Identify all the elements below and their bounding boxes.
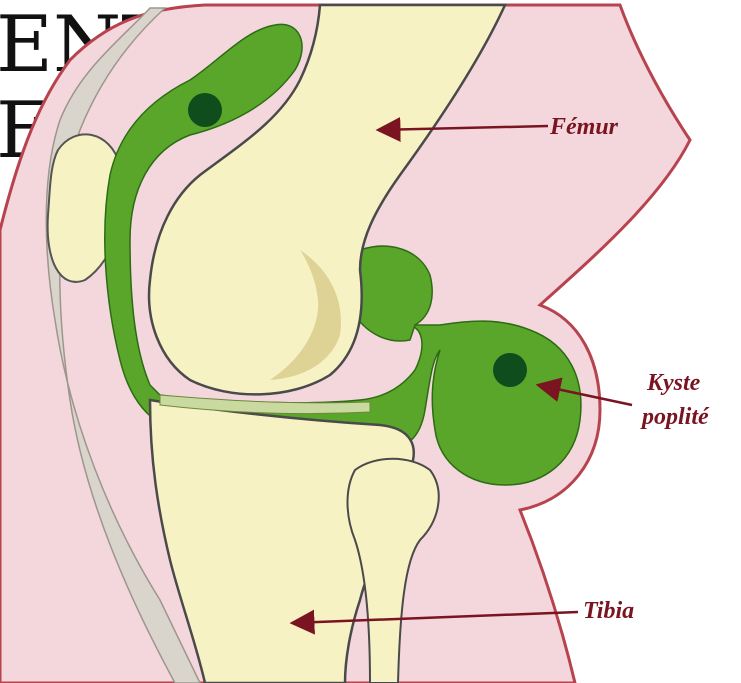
femur-label: Fémur (549, 114, 619, 140)
tibia-label: Tibia (583, 598, 634, 624)
synovial-dot-upper (188, 93, 222, 127)
cyst-label-line2: poplité (640, 404, 710, 430)
cyst-label-line1: Kyste (646, 370, 701, 396)
cyst-dot (493, 353, 527, 387)
